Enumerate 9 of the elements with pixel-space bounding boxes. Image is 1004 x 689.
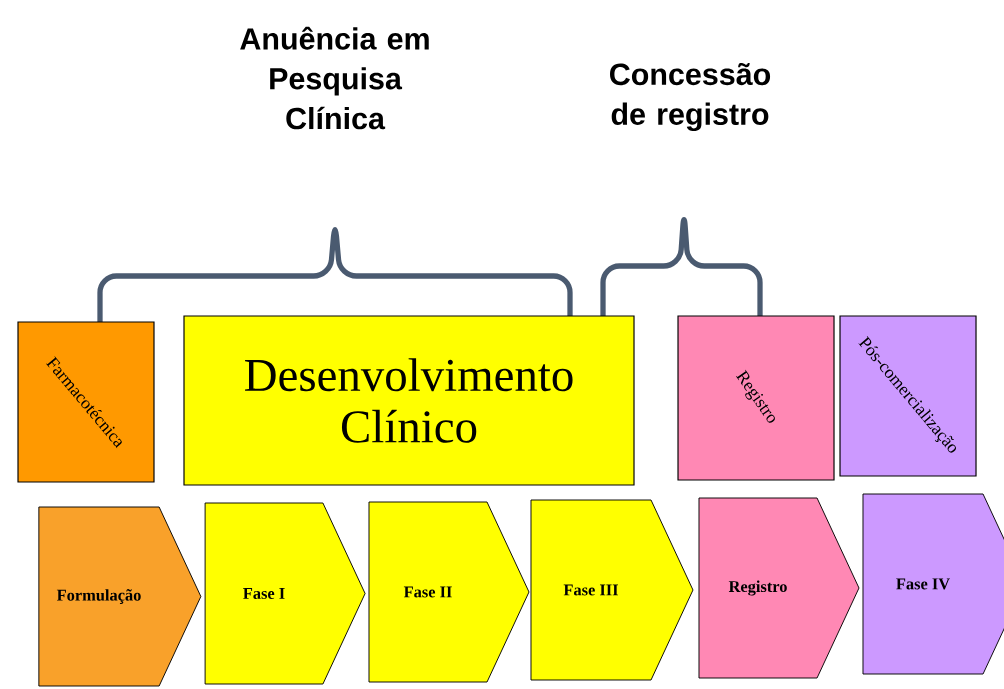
chevron-step: Formulação [38, 506, 202, 687]
chevron-step: Registro [698, 497, 860, 679]
chevron-step: Fase IV [862, 493, 1004, 675]
chevron-step: Fase I [204, 502, 366, 685]
chevron-step: Fase II [368, 501, 530, 683]
process-box: Desenvolvimento Clínico [183, 315, 635, 486]
heading: Concessão de registro [610, 62, 771, 132]
chevron-step: Fase III [530, 499, 694, 681]
heading: Anuência em Pesquisa Clínica [240, 26, 429, 130]
